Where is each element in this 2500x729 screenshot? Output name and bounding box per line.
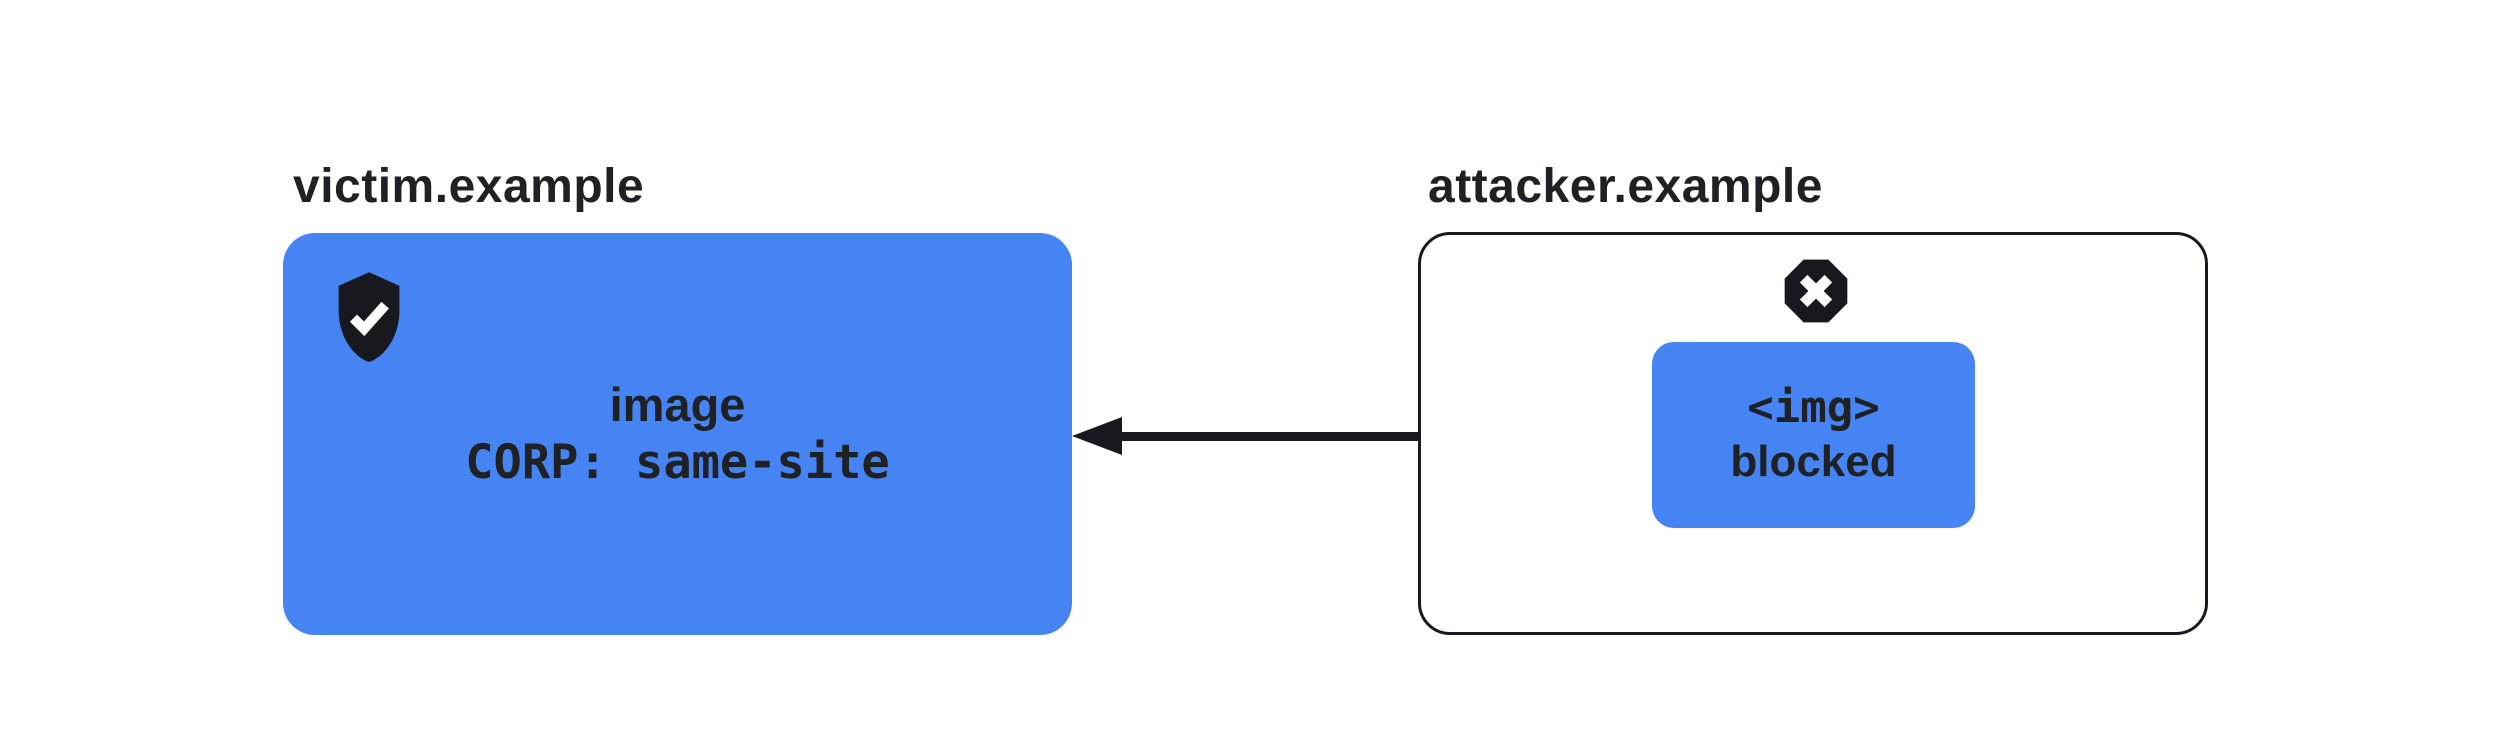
attacker-site-box: <img> blocked <box>1418 232 2208 635</box>
shield-check-icon <box>330 269 408 366</box>
blocked-label: blocked <box>1730 437 1897 486</box>
request-arrow-shaft <box>1118 432 1654 441</box>
attacker-site-label: attacker.example <box>1428 160 1823 213</box>
img-request-box: <img> blocked <box>1652 342 1975 528</box>
victim-corp-header-label: CORP: same-site <box>465 435 890 490</box>
octagon-x-icon <box>1776 251 1856 331</box>
victim-site-label: victim.example <box>293 160 645 213</box>
request-arrow-head <box>1072 417 1122 455</box>
victim-site-box: image CORP: same-site <box>283 233 1072 635</box>
victim-resource-label: image <box>609 378 746 431</box>
img-tag-label: <img> <box>1747 382 1880 433</box>
